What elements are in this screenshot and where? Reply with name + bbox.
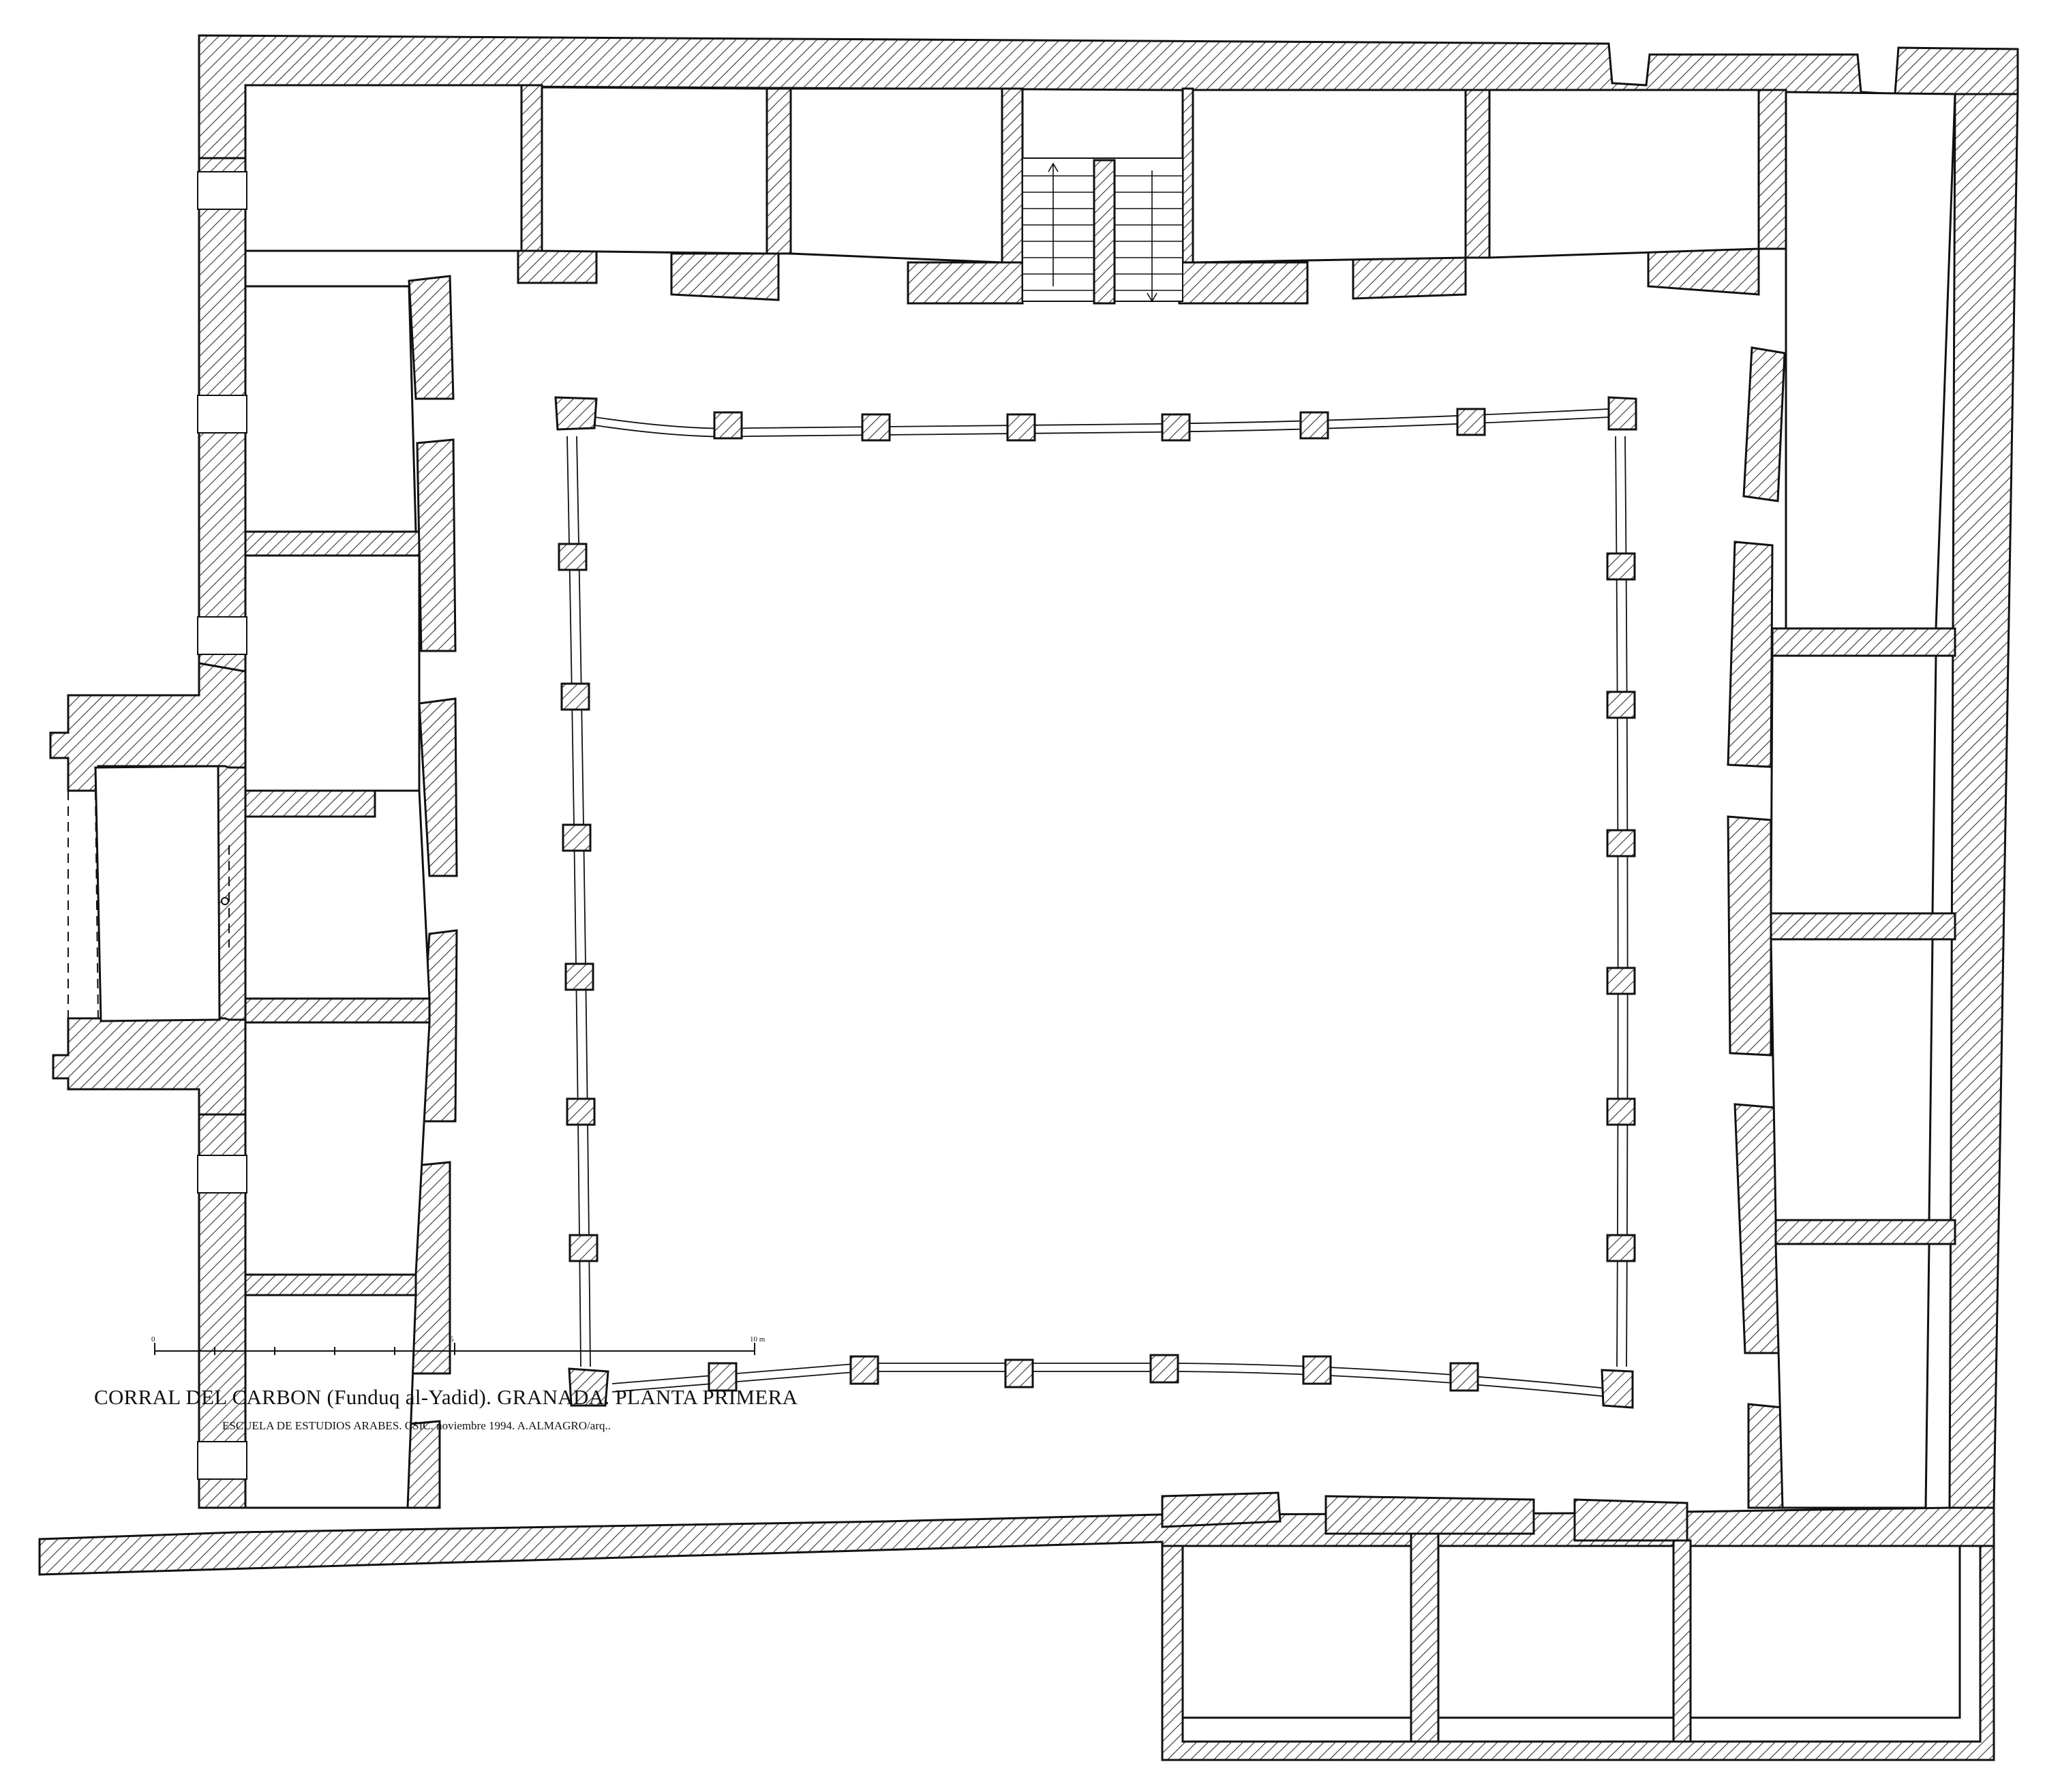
stair-newel	[1093, 159, 1116, 305]
gallery-pillar	[1606, 1234, 1636, 1262]
west-room-5	[244, 1294, 417, 1509]
north-room-pier	[1178, 261, 1309, 305]
entrance-porch-south-wall	[52, 1017, 247, 1116]
porch-dashed-line	[95, 790, 99, 1019]
gallery-pillar	[562, 823, 592, 852]
west-room-3	[244, 789, 431, 1000]
entrance-porch-chamber	[94, 765, 221, 1022]
corner-pillar	[568, 1367, 609, 1407]
west-cross-wall	[244, 1273, 417, 1296]
north-cross-wall	[1181, 87, 1194, 264]
north-room-4	[1192, 89, 1467, 264]
south-wing-cross-wall	[1410, 1532, 1440, 1743]
gallery-pillar	[1606, 1097, 1636, 1126]
gallery-pillar	[1299, 411, 1329, 440]
north-room-corner	[1785, 91, 1956, 630]
courtyard-gallery-rail	[566, 408, 1629, 1398]
north-room-1	[244, 84, 523, 252]
east-cross-wall	[1770, 912, 1956, 941]
gallery-pillar	[558, 543, 588, 571]
west-window	[197, 171, 247, 210]
north-room-pier	[1352, 256, 1467, 300]
south-room-pier	[1324, 1495, 1535, 1535]
gallery-pillar	[861, 413, 891, 442]
north-room-pier	[907, 261, 1024, 305]
east-outer-wall	[1948, 93, 2019, 1509]
drawing-title: CORRAL DEL CARBON (Funduq al-Yadid). GRA…	[94, 1385, 798, 1409]
south-wing-cross-wall	[1672, 1539, 1692, 1743]
gallery-pillar	[569, 1234, 599, 1262]
corner-pillar	[1607, 396, 1637, 431]
scale-bar	[154, 1343, 755, 1355]
gallery-pillar	[1006, 413, 1036, 442]
north-cross-wall	[1001, 87, 1024, 264]
west-room-1	[244, 285, 417, 533]
south-room-pier	[1161, 1491, 1282, 1528]
gallery-pillar	[1606, 967, 1636, 995]
north-room-5	[1488, 89, 1760, 259]
north-cross-wall	[766, 87, 792, 255]
north-room-pier	[670, 252, 780, 301]
north-room-2	[541, 86, 768, 255]
west-cross-wall	[244, 997, 431, 1024]
west-room-pier	[416, 438, 457, 652]
porch-column-marker	[221, 897, 229, 905]
west-room-pier	[418, 697, 458, 877]
west-window	[197, 1441, 247, 1480]
corner-pillar	[1601, 1369, 1634, 1409]
gallery-pillar	[1302, 1355, 1332, 1385]
south-room-3	[1689, 1545, 1961, 1719]
north-room-pier	[1647, 247, 1760, 296]
gallery-pillar	[560, 682, 590, 711]
north-room-pier	[517, 249, 598, 284]
gallery-pillar	[1004, 1358, 1034, 1388]
north-cross-wall	[520, 84, 543, 252]
gallery-pillar	[566, 1097, 596, 1126]
south-room-1	[1181, 1545, 1412, 1719]
gallery-pillar	[708, 1362, 738, 1392]
west-room-2	[244, 554, 421, 792]
north-cross-wall	[1757, 89, 1787, 250]
gallery-pillar	[713, 411, 743, 440]
gallery-pillar	[564, 962, 594, 991]
east-room-2	[1770, 938, 1934, 1221]
east-room-pier	[1742, 346, 1786, 502]
gallery-pillar	[1149, 1354, 1179, 1384]
west-window	[197, 1155, 247, 1194]
gallery-pillar	[1449, 1362, 1479, 1392]
scale-label-start: 0	[151, 1335, 155, 1343]
east-room-pier	[1727, 815, 1772, 1057]
west-cross-wall	[244, 530, 421, 557]
west-window	[197, 395, 247, 434]
east-room-1	[1770, 654, 1937, 915]
gallery-pillar	[1606, 829, 1636, 857]
north-cross-wall	[1464, 89, 1491, 259]
east-cross-wall	[1771, 627, 1956, 657]
gallery-pillar	[1606, 552, 1636, 581]
drawing-credits: ESCUELA DE ESTUDIOS ARABES. CSIC. noviem…	[222, 1419, 611, 1432]
east-room-pier	[1727, 541, 1774, 768]
west-room-pier	[408, 275, 455, 400]
west-window	[197, 616, 247, 655]
gallery-pillar	[1161, 413, 1191, 442]
scale-label-mid: 5	[450, 1335, 454, 1343]
south-room-2	[1437, 1545, 1675, 1719]
gallery-pillar	[849, 1355, 879, 1385]
east-room-pier	[1747, 1403, 1784, 1509]
gallery-pillar	[1606, 690, 1636, 719]
corner-pillar	[554, 396, 598, 431]
scale-label-end: 10 m	[750, 1335, 766, 1343]
gallery-pillar	[1456, 408, 1486, 436]
west-room-4	[244, 1021, 431, 1276]
south-room-pier	[1573, 1498, 1688, 1542]
north-room-3	[789, 87, 1003, 264]
west-cross-wall	[244, 789, 376, 818]
east-room-3	[1774, 1243, 1930, 1509]
east-cross-wall	[1774, 1219, 1956, 1245]
